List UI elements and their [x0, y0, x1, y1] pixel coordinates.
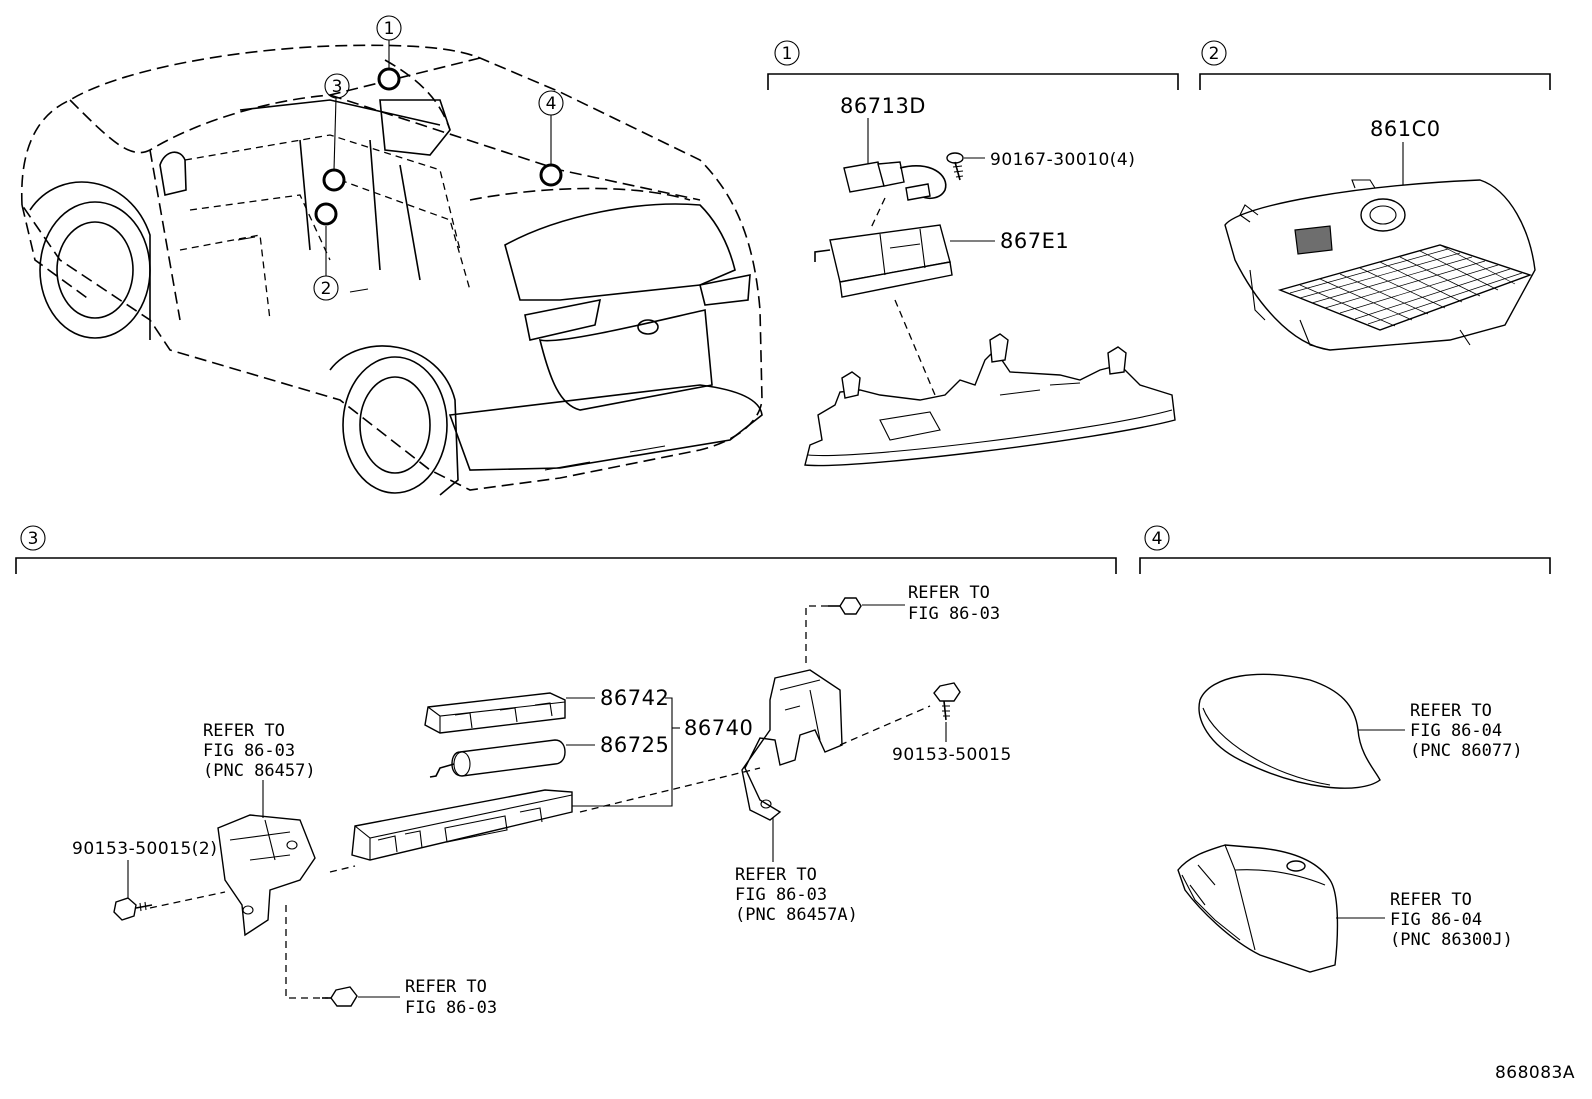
antenna-base-module [1177, 844, 1339, 973]
section-3: 3 REFER TO FIG 86-03 REFER TO FIG 86-03 … [15, 525, 1117, 1018]
svg-text:2: 2 [321, 279, 332, 299]
bolt-top [828, 597, 862, 615]
module-861C0 [1224, 179, 1536, 351]
part-86713D: 86713D [840, 94, 926, 118]
svg-text:FIG 86-03: FIG 86-03 [735, 885, 827, 905]
battery-86725 [429, 739, 566, 778]
svg-text:REFER TO: REFER TO [405, 977, 487, 997]
svg-text:4: 4 [1152, 529, 1163, 549]
section-1: 1 86713D 90167-30010(4) 867E1 [767, 40, 1179, 467]
svg-text:2: 2 [1209, 44, 1220, 64]
ref-bottom-left-fig-86-03: REFER TO FIG 86-03 [405, 977, 497, 1018]
bolt-bottom-left [322, 986, 358, 1007]
vehicle-illustration [20, 40, 763, 496]
svg-text:REFER TO: REFER TO [203, 721, 285, 741]
svg-text:3: 3 [332, 77, 343, 97]
svg-text:(PNC 86457A): (PNC 86457A) [735, 905, 858, 925]
svg-text:FIG 86-04: FIG 86-04 [1410, 721, 1502, 741]
part-90153-50015: 90153-50015 [892, 745, 1012, 765]
svg-text:4: 4 [546, 94, 557, 114]
ref-lower-fig-86-04: REFER TO FIG 86-04 (PNC 86300J) [1390, 890, 1513, 950]
cover-86742 [424, 692, 566, 734]
svg-text:(PNC 86077): (PNC 86077) [1410, 741, 1523, 761]
module-867E1 [814, 224, 953, 298]
part-867E1: 867E1 [1000, 229, 1069, 253]
overview-callout-1: 1 [376, 15, 402, 41]
part-90153-50015-2: 90153-50015(2) [72, 839, 217, 859]
svg-text:REFER TO: REFER TO [908, 583, 990, 603]
part-861C0: 861C0 [1370, 117, 1441, 141]
ref-top-fig-86-03: REFER TO FIG 86-03 [908, 583, 1000, 624]
svg-text:(PNC 86457): (PNC 86457) [203, 761, 316, 781]
part-90167-30010: 90167-30010(4) [990, 150, 1135, 170]
ref-upper-fig-86-04: REFER TO FIG 86-04 (PNC 86077) [1410, 701, 1523, 761]
svg-text:REFER TO: REFER TO [1410, 701, 1492, 721]
ref-bottom-mid-fig-86-03: REFER TO FIG 86-03 (PNC 86457A) [735, 865, 858, 925]
svg-text:1: 1 [782, 44, 793, 64]
svg-text:(PNC 86300J): (PNC 86300J) [1390, 930, 1513, 950]
svg-text:1: 1 [384, 19, 395, 39]
overview-callout-4: 4 [538, 90, 564, 116]
svg-text:REFER TO: REFER TO [735, 865, 817, 885]
location-marker-2 [314, 202, 338, 226]
section-4: 4 REFER TO FIG 86-04 (PNC 86077) REFER T… [1139, 525, 1551, 973]
ref-left-fig-86-03: REFER TO FIG 86-03 (PNC 86457) [203, 721, 316, 781]
bolt-90153-right [933, 682, 961, 721]
antenna-cover [1198, 673, 1381, 789]
svg-text:FIG 86-03: FIG 86-03 [908, 604, 1000, 624]
svg-text:FIG 86-04: FIG 86-04 [1390, 910, 1482, 930]
svg-text:3: 3 [28, 529, 39, 549]
bracket-left [217, 814, 316, 937]
svg-text:FIG 86-03: FIG 86-03 [405, 998, 497, 1018]
connector-harness [843, 161, 947, 201]
bracket-right [741, 669, 843, 821]
location-marker-4 [539, 163, 563, 187]
overview-callout-2: 2 [313, 275, 339, 301]
location-marker-1 [377, 67, 401, 91]
overview-callout-3: 3 [324, 73, 350, 99]
overhead-console-housing [804, 333, 1176, 467]
section-2: 2 861C0 [1199, 40, 1551, 351]
location-marker-3 [322, 168, 346, 192]
screw-90167 [946, 152, 964, 181]
part-86742: 86742 [600, 686, 669, 710]
part-86725: 86725 [600, 733, 669, 757]
svg-text:FIG 86-03: FIG 86-03 [203, 741, 295, 761]
bolt-90153-left [113, 897, 153, 921]
figure-id: 868083A [1495, 1063, 1575, 1083]
svg-text:REFER TO: REFER TO [1390, 890, 1472, 910]
part-86740: 86740 [684, 716, 753, 740]
module-86740 [351, 789, 573, 861]
